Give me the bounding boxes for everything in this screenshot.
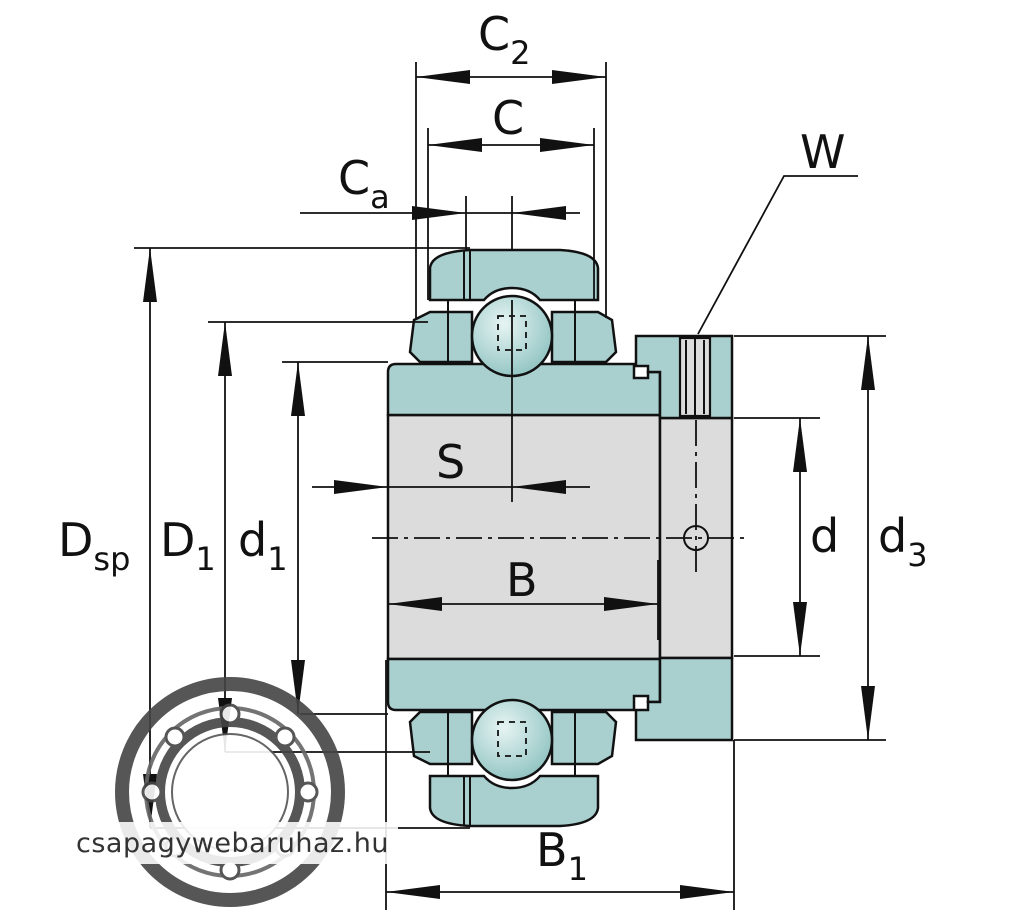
watermark: csapagywebaruhaz.hu <box>62 677 398 907</box>
label-ca: Ca <box>338 151 390 216</box>
seal-bottom <box>408 710 618 826</box>
label-d3: d3 <box>878 509 928 574</box>
label-d1-upper: D1 <box>160 513 216 578</box>
bearing-body <box>372 248 744 828</box>
label-d1-lower: d1 <box>238 513 288 578</box>
label-w: W <box>800 125 845 179</box>
watermark-band <box>62 822 398 864</box>
screw-hole <box>683 525 709 551</box>
outer-ring-bottom <box>428 774 600 828</box>
label-d: d <box>810 509 839 563</box>
cage-bottom <box>497 721 527 757</box>
ball-bearing-logo-icon <box>115 677 345 907</box>
inner-bore-area <box>386 413 662 661</box>
dimension-lines <box>143 70 875 899</box>
dimension-labels: C2 C Ca W S B B1 Dsp D1 d1 d d3 <box>58 7 928 888</box>
label-c2: C2 <box>478 7 530 72</box>
label-dsp: Dsp <box>58 513 130 578</box>
label-b: B <box>506 553 538 607</box>
ball-bottom <box>470 698 554 782</box>
collar-bottom <box>634 656 734 742</box>
seal-top <box>408 250 618 364</box>
outer-ring-top <box>428 248 600 302</box>
label-c: C <box>492 91 524 145</box>
watermark-text: csapagywebaruhaz.hu <box>76 828 389 859</box>
label-s: S <box>436 435 465 489</box>
label-b1: B1 <box>536 823 588 888</box>
